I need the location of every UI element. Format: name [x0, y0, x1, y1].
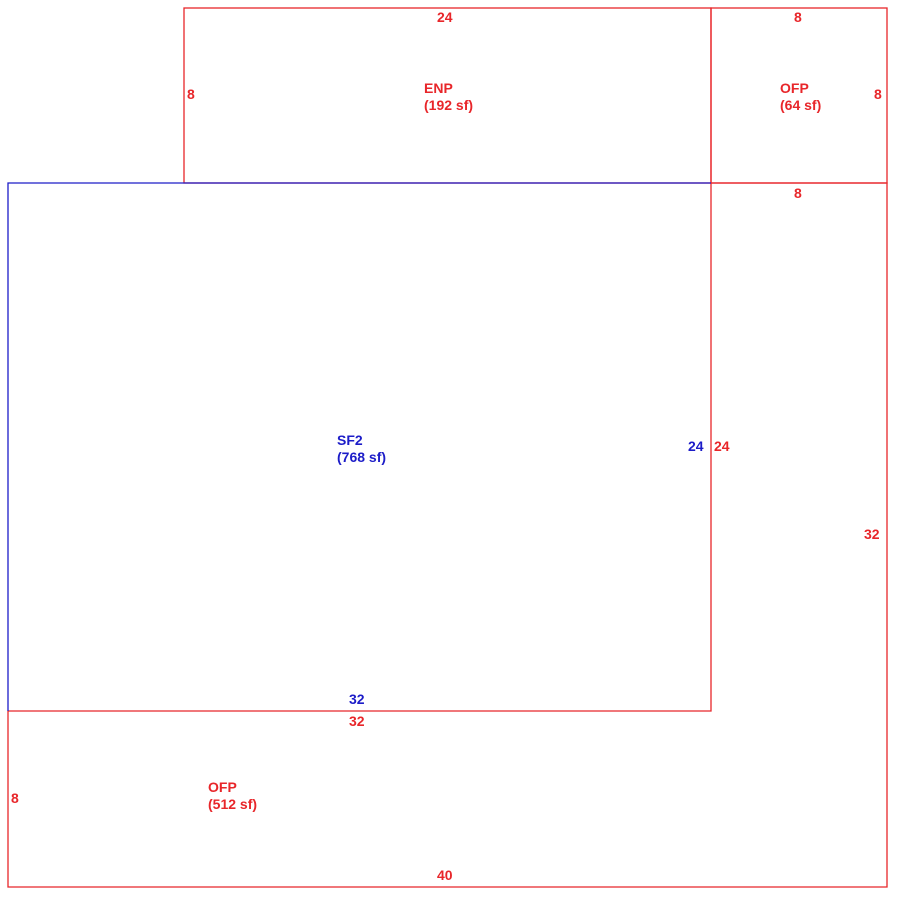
- ofp-large-left-dimension: 8: [11, 790, 19, 806]
- enp-left-dimension: 8: [187, 86, 195, 102]
- ofp-small-bottom-dimension: 8: [794, 185, 802, 201]
- ofp-large-bottom-dimension: 40: [437, 867, 453, 883]
- ofp-large-right-dimension: 32: [864, 526, 880, 542]
- sf2-outline: [7, 182, 711, 711]
- ofp-small-top-dimension: 8: [794, 9, 802, 25]
- enp-name: ENP: [424, 80, 453, 96]
- ofp-large-inner-right-dimension: 24: [714, 438, 730, 454]
- ofp-small-area: (64 sf): [780, 97, 822, 113]
- enp-area: (192 sf): [424, 97, 474, 113]
- sf2-area: (768 sf): [337, 449, 387, 465]
- ofp-small-right-dimension: 8: [874, 86, 882, 102]
- ofp-large-name: OFP: [208, 779, 237, 795]
- enp-top-dimension: 24: [437, 9, 453, 25]
- sf2-right-dimension: 24: [688, 438, 704, 454]
- ofp-large-top-dimension: 32: [349, 713, 365, 729]
- ofp-large-area: (512 sf): [208, 796, 258, 812]
- sf2-name: SF2: [337, 432, 363, 448]
- sf2-bottom-dimension: 32: [349, 691, 365, 707]
- ofp-small-name: OFP: [780, 80, 809, 96]
- ofp-large-outline: [7, 182, 888, 888]
